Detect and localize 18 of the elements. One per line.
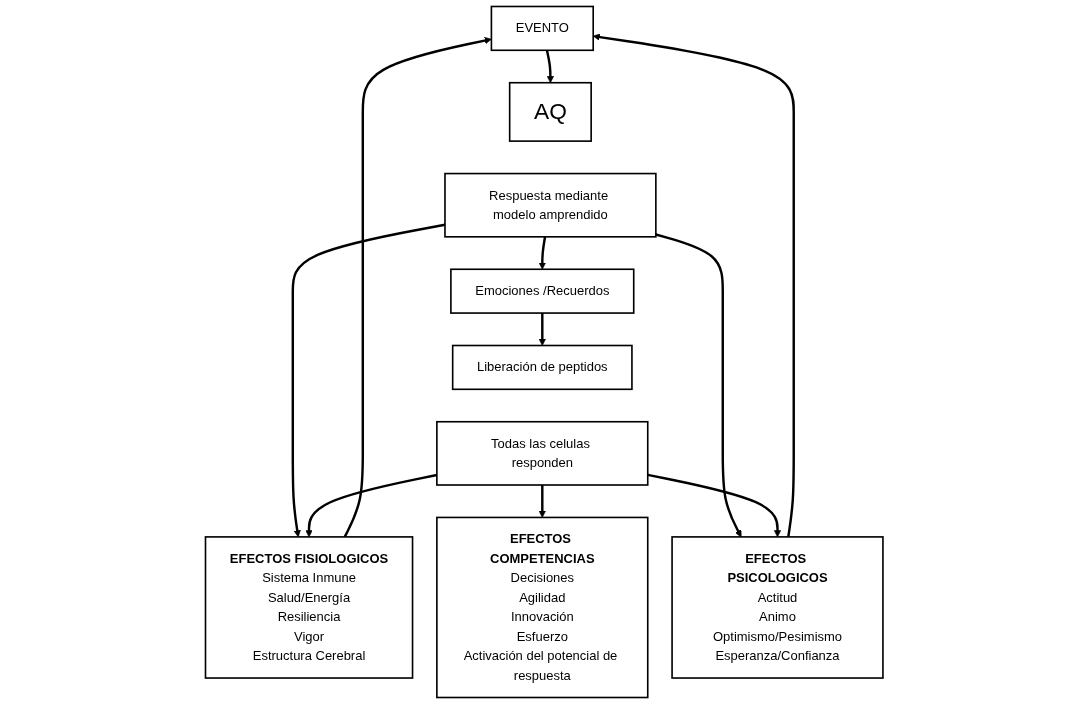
node-box: EVENTO	[490, 5, 595, 52]
arrow	[546, 50, 555, 84]
node-box: EFECTOS FISIOLOGICOS Sistema Inmune Salud/Energía Resiliencia Vigor Estructura Cerebral	[204, 536, 414, 679]
node-box: Emociones /Recuerdos	[450, 268, 635, 314]
node-box: AQ	[509, 81, 593, 142]
node-box: Liberación de peptidos	[452, 344, 633, 391]
node-box: Respuesta mediante modelo amprendido	[444, 172, 657, 238]
arrow	[593, 33, 796, 538]
arrow	[539, 236, 547, 270]
node-box: Todas las celulas responden	[436, 420, 649, 486]
arrow	[291, 223, 446, 538]
arrow	[539, 485, 547, 518]
arrow	[343, 37, 492, 538]
arrow	[305, 473, 438, 538]
node-box: EFECTOS COMPETENCIAS Decisiones Agilidad Innovación Esfuerzo Activación del potencial de respuesta	[436, 516, 649, 699]
arrow	[539, 313, 547, 346]
node-box: EFECTOS PSICOLOGICOS Actitud Animo Optimismo/Pesimismo Esperanza/Confianza	[671, 536, 885, 679]
arrow	[655, 233, 742, 538]
